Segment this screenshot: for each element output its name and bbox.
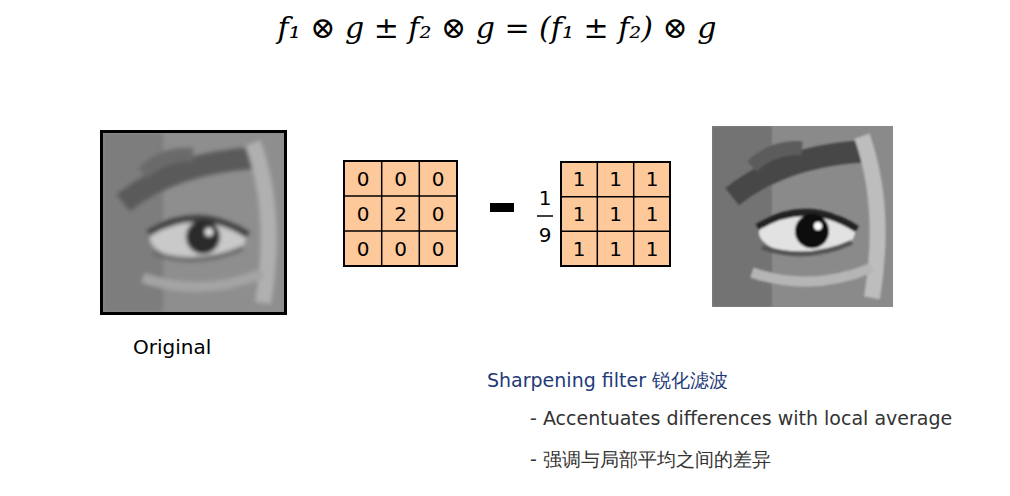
fraction-numerator: 1	[539, 187, 552, 210]
kernel-cell: 0	[394, 238, 407, 261]
original-image	[102, 132, 286, 314]
kernel-cell: 1	[609, 168, 622, 191]
kernel-cell: 1	[609, 203, 622, 226]
formula: f₁ ⊗ g ± f₂ ⊗ g = (f₁ ± f₂) ⊗ g	[278, 11, 717, 46]
kernel-cell: 2	[394, 203, 407, 226]
fraction-denominator: 9	[539, 224, 552, 247]
kernel-cell: 0	[432, 168, 445, 191]
kernel-cell: 1	[646, 168, 659, 191]
kernel-cell: 0	[357, 168, 370, 191]
heading: Sharpening filter 锐化滤波	[487, 370, 728, 392]
kernel-cell: 0	[357, 238, 370, 261]
fraction-bar	[537, 215, 553, 217]
kernel-cell: 1	[646, 203, 659, 226]
kernel-cell: 0	[394, 168, 407, 191]
bullet-text: - 强调与局部平均之间的差异	[530, 449, 771, 471]
kernel-cell: 1	[646, 238, 659, 261]
minus-sign	[490, 203, 514, 212]
kernel-grid	[561, 162, 670, 266]
kernel-cell: 0	[432, 203, 445, 226]
sharpened-image	[712, 126, 893, 307]
bullet-text: - Accentuates differences with local ave…	[530, 408, 952, 430]
kernel-cell: 1	[573, 203, 586, 226]
kernel-cell: 0	[432, 238, 445, 261]
kernel-cell: 0	[357, 203, 370, 226]
kernel-cell: 1	[573, 168, 586, 191]
kernel-cell: 1	[573, 238, 586, 261]
kernel-cell: 1	[609, 238, 622, 261]
image-caption: Original	[133, 336, 211, 359]
kernel-grid	[344, 161, 457, 266]
